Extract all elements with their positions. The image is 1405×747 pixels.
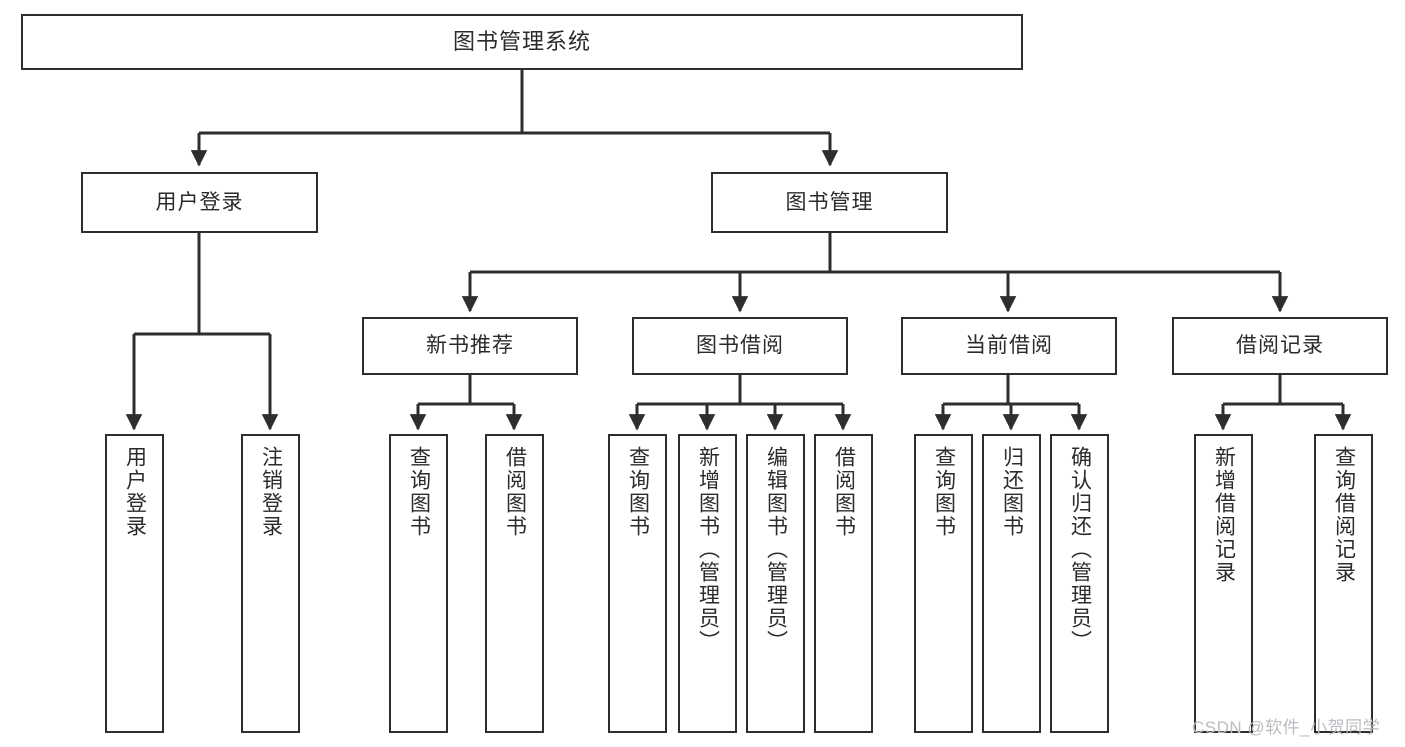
node-label: 新增图书（管理员） xyxy=(696,446,720,653)
node-root-book-management-system[interactable]: 图书管理系统 xyxy=(21,14,1023,70)
node-label: 查询图书 xyxy=(626,446,650,538)
leaf-current-borrow-return-book[interactable]: 归还图书 xyxy=(982,434,1041,733)
node-label: 确认归还（管理员） xyxy=(1068,446,1092,653)
node-label: 新书推荐 xyxy=(426,334,514,358)
node-label: 图书管理系统 xyxy=(452,28,591,54)
node-borrow-record[interactable]: 借阅记录 xyxy=(1172,317,1388,375)
node-label: 查询借阅记录 xyxy=(1332,446,1356,584)
leaf-new-book-query-book[interactable]: 查询图书 xyxy=(389,434,448,733)
node-label: 当前借阅 xyxy=(965,334,1053,358)
node-label: 用户登录 xyxy=(155,190,244,214)
leaf-current-borrow-query-book[interactable]: 查询图书 xyxy=(914,434,973,733)
node-label: 图书管理 xyxy=(785,190,874,214)
csdn-watermark: CSDN @软件_小贺同学 xyxy=(1192,718,1381,737)
leaf-book-borrow-add-book-admin[interactable]: 新增图书（管理员） xyxy=(678,434,737,733)
node-label: 编辑图书（管理员） xyxy=(764,446,788,653)
leaf-book-borrow-edit-book-admin[interactable]: 编辑图书（管理员） xyxy=(746,434,805,733)
leaf-user-login-login[interactable]: 用户登录 xyxy=(105,434,164,733)
node-book-borrow[interactable]: 图书借阅 xyxy=(632,317,848,375)
leaf-user-login-logout[interactable]: 注销登录 xyxy=(241,434,300,733)
node-label: 借阅记录 xyxy=(1236,334,1324,358)
node-label: 用户登录 xyxy=(123,446,147,538)
node-new-book-recommend[interactable]: 新书推荐 xyxy=(362,317,578,375)
node-label: 注销登录 xyxy=(259,446,283,538)
leaf-current-borrow-confirm-return-admin[interactable]: 确认归还（管理员） xyxy=(1050,434,1109,733)
leaf-borrow-record-query-record[interactable]: 查询借阅记录 xyxy=(1314,434,1373,733)
leaf-new-book-borrow-book[interactable]: 借阅图书 xyxy=(485,434,544,733)
node-current-borrow[interactable]: 当前借阅 xyxy=(901,317,1117,375)
node-label: 新增借阅记录 xyxy=(1212,446,1236,584)
node-label: 借阅图书 xyxy=(832,446,856,538)
node-label: 图书借阅 xyxy=(696,334,784,358)
node-label: 借阅图书 xyxy=(503,446,527,538)
node-user-login[interactable]: 用户登录 xyxy=(81,172,318,233)
leaf-book-borrow-borrow-book[interactable]: 借阅图书 xyxy=(814,434,873,733)
node-label: 归还图书 xyxy=(1000,446,1024,538)
node-label: 查询图书 xyxy=(932,446,956,538)
node-book-management[interactable]: 图书管理 xyxy=(711,172,948,233)
leaf-book-borrow-query-book[interactable]: 查询图书 xyxy=(608,434,667,733)
node-label: 查询图书 xyxy=(407,446,431,538)
leaf-borrow-record-add-record[interactable]: 新增借阅记录 xyxy=(1194,434,1253,733)
